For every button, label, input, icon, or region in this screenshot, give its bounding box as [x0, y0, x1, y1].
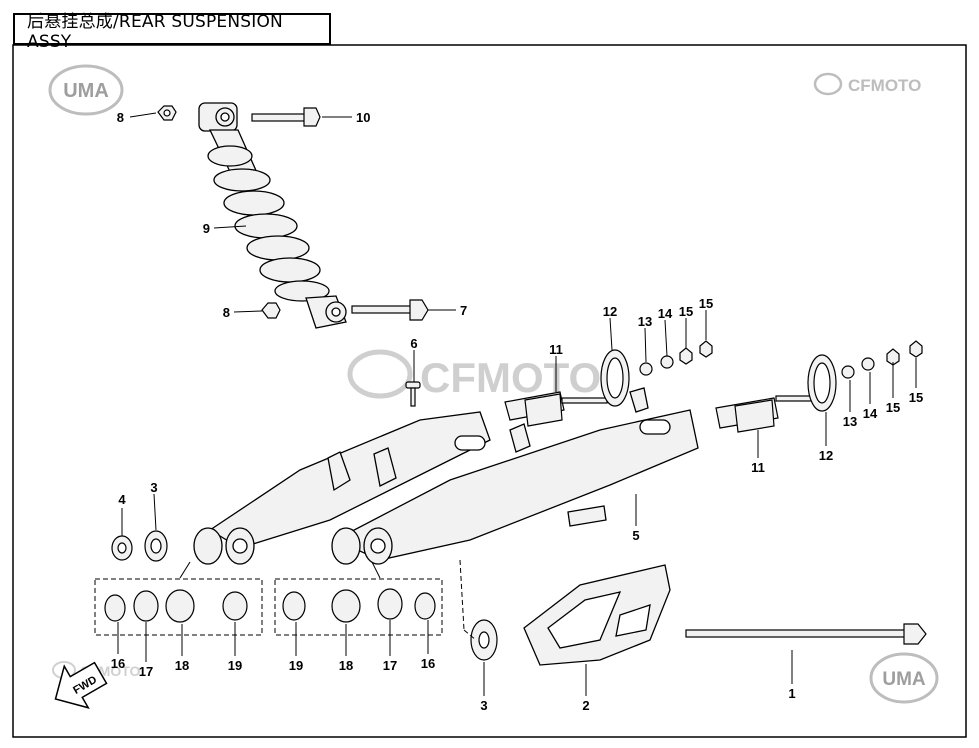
washer-3-right — [470, 619, 498, 661]
cfmoto-watermark: CFMOTO — [347, 349, 601, 401]
callout-16: 16 — [111, 656, 125, 671]
callout-labels: 8 10 9 8 7 6 11 12 13 14 15 15 12 13 14 … — [111, 110, 923, 713]
nut-8-bottom — [261, 302, 281, 319]
callout-14: 14 — [658, 306, 673, 321]
callout-12: 12 — [819, 448, 833, 463]
bolt-7 — [351, 299, 429, 321]
callout-5: 5 — [632, 528, 639, 543]
nut-8-top — [157, 105, 177, 121]
callout-3: 3 — [150, 480, 157, 495]
svg-text:UMA: UMA — [882, 669, 926, 690]
callout-8: 8 — [223, 305, 230, 320]
callout-13: 13 — [638, 314, 652, 329]
callout-15: 15 — [699, 296, 713, 311]
bushing-group-left — [94, 578, 263, 636]
diagram-title: 后悬挂总成/REAR SUSPENSION ASSY — [13, 12, 331, 52]
washer-3-left — [144, 530, 168, 562]
callout-19: 19 — [228, 658, 242, 673]
uma-logo-top: UMA — [48, 64, 124, 116]
callout-12: 12 — [603, 304, 617, 319]
nut-4 — [111, 535, 133, 561]
callout-3: 3 — [480, 698, 487, 713]
callout-15: 15 — [679, 304, 693, 319]
bolt-6 — [405, 381, 421, 407]
callout-11: 11 — [549, 342, 563, 357]
cfmoto-logo-top: CFMOTO — [813, 72, 921, 96]
svg-text:UMA: UMA — [63, 80, 109, 102]
svg-text:CFMOTO: CFMOTO — [420, 354, 601, 401]
bushing-group-right — [274, 578, 443, 636]
diagram-border — [12, 44, 967, 738]
chain-guard — [523, 564, 671, 666]
callout-17: 17 — [383, 658, 397, 673]
svg-text:CFMOTO: CFMOTO — [848, 76, 921, 95]
callout-6: 6 — [410, 336, 417, 351]
callout-15: 15 — [909, 390, 923, 405]
callout-10: 10 — [356, 110, 370, 125]
callout-4: 4 — [118, 492, 126, 507]
uma-logo-bottom: UMA — [869, 652, 939, 704]
leader-lines — [117, 112, 917, 696]
callout-19: 19 — [289, 658, 303, 673]
callout-18: 18 — [175, 658, 189, 673]
chain-adjuster-lower — [715, 340, 923, 433]
callout-15: 15 — [886, 400, 900, 415]
bolt-10 — [251, 107, 321, 127]
callout-8: 8 — [117, 110, 124, 125]
callout-7: 7 — [460, 303, 467, 318]
callout-13: 13 — [843, 414, 857, 429]
chain-adjuster-upper — [504, 340, 713, 427]
callout-2: 2 — [582, 698, 589, 713]
callout-11: 11 — [751, 460, 765, 475]
callout-14: 14 — [863, 406, 878, 421]
callout-16: 16 — [421, 656, 435, 671]
fwd-arrow-icon: FWD — [54, 661, 108, 709]
callout-18: 18 — [339, 658, 353, 673]
swing-arm — [193, 387, 699, 565]
axle — [685, 623, 927, 645]
shock-absorber — [198, 102, 347, 329]
callout-9: 9 — [203, 221, 210, 236]
callout-1: 1 — [788, 686, 795, 701]
callout-17: 17 — [139, 664, 153, 679]
